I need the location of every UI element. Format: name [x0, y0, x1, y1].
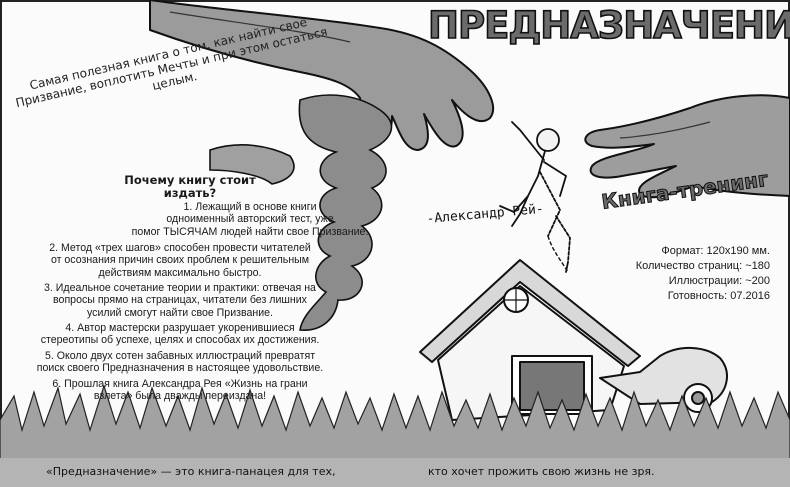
reason-line: 2. Метод «трех шагов» способен провести …: [49, 242, 311, 254]
house-illustration: [419, 259, 728, 421]
spec-pages: Количество страниц: ~180: [635, 260, 770, 272]
slogan-left: «Предназначение» — это книга-панацея для…: [46, 465, 336, 478]
rope-illustration: [547, 235, 569, 273]
reason-line: 4. Автор мастерски разрушает укоренившие…: [65, 322, 295, 334]
book-specs: Формат: 120x190 мм. Количество страниц: …: [540, 244, 770, 304]
reason-line: взлета» была дважды переиздана!: [93, 390, 267, 403]
reason-line: 5. Около двух сотен забавных иллюстраций…: [44, 350, 316, 362]
reason-line: 6. Прошлая книга Александра Рея «Жизнь н…: [52, 378, 308, 390]
spec-ready: Готовность: 07.2016: [667, 290, 770, 302]
left-hand-illustration: [149, 0, 495, 151]
reason-item: 2. Метод «трех шагов» способен провести …: [0, 242, 360, 279]
hanging-man-illustration: [499, 121, 571, 273]
reason-line: действиям максимально быстро.: [98, 266, 262, 279]
reason-item: 5. Около двух сотен забавных иллюстраций…: [0, 350, 360, 375]
reason-item: 1. Лежащий в основе книги одноименный ав…: [132, 201, 369, 238]
right-hand-illustration: [584, 94, 790, 199]
reason-line: усилий смогут найти свое Призвание.: [87, 306, 273, 319]
why-publish-heading: Почему книгу стоит издать?: [124, 173, 256, 200]
reason-line: 3. Идеальное сочетание теории и практики…: [44, 282, 316, 294]
reason-line: 1. Лежащий в основе книги: [183, 201, 317, 213]
book-title: Предназначение: [427, 3, 790, 48]
slogan-right: кто хочет прожить свою жизнь не зря.: [428, 465, 655, 478]
spec-illustrations: Иллюстрации: ~200: [668, 275, 770, 287]
reason-item: 4. Автор мастерски разрушает укоренившие…: [0, 322, 360, 347]
reason-line: одноименный авторский тест, уже: [166, 213, 334, 226]
reason-line: стереотипы об успехе, целях и способах и…: [40, 334, 320, 347]
reason-item: 3. Идеальное сочетание теории и практики…: [0, 282, 360, 319]
spec-format: Формат: 120x190 мм.: [661, 245, 770, 257]
reason-line: от осознания причин своих проблем к реши…: [50, 254, 310, 267]
reason-line: поиск своего Предназначения в настоящее …: [36, 362, 324, 375]
smoke-cloud-illustration: [209, 94, 393, 331]
reason-line: помог ТЫСЯЧАМ людей найти свое Призвание…: [131, 225, 369, 238]
bottom-band: [0, 458, 790, 487]
reason-item: 6. Прошлая книга Александра Рея «Жизнь н…: [0, 378, 360, 403]
reason-line: вопросы прямо на страницах, читатели без…: [53, 294, 307, 307]
